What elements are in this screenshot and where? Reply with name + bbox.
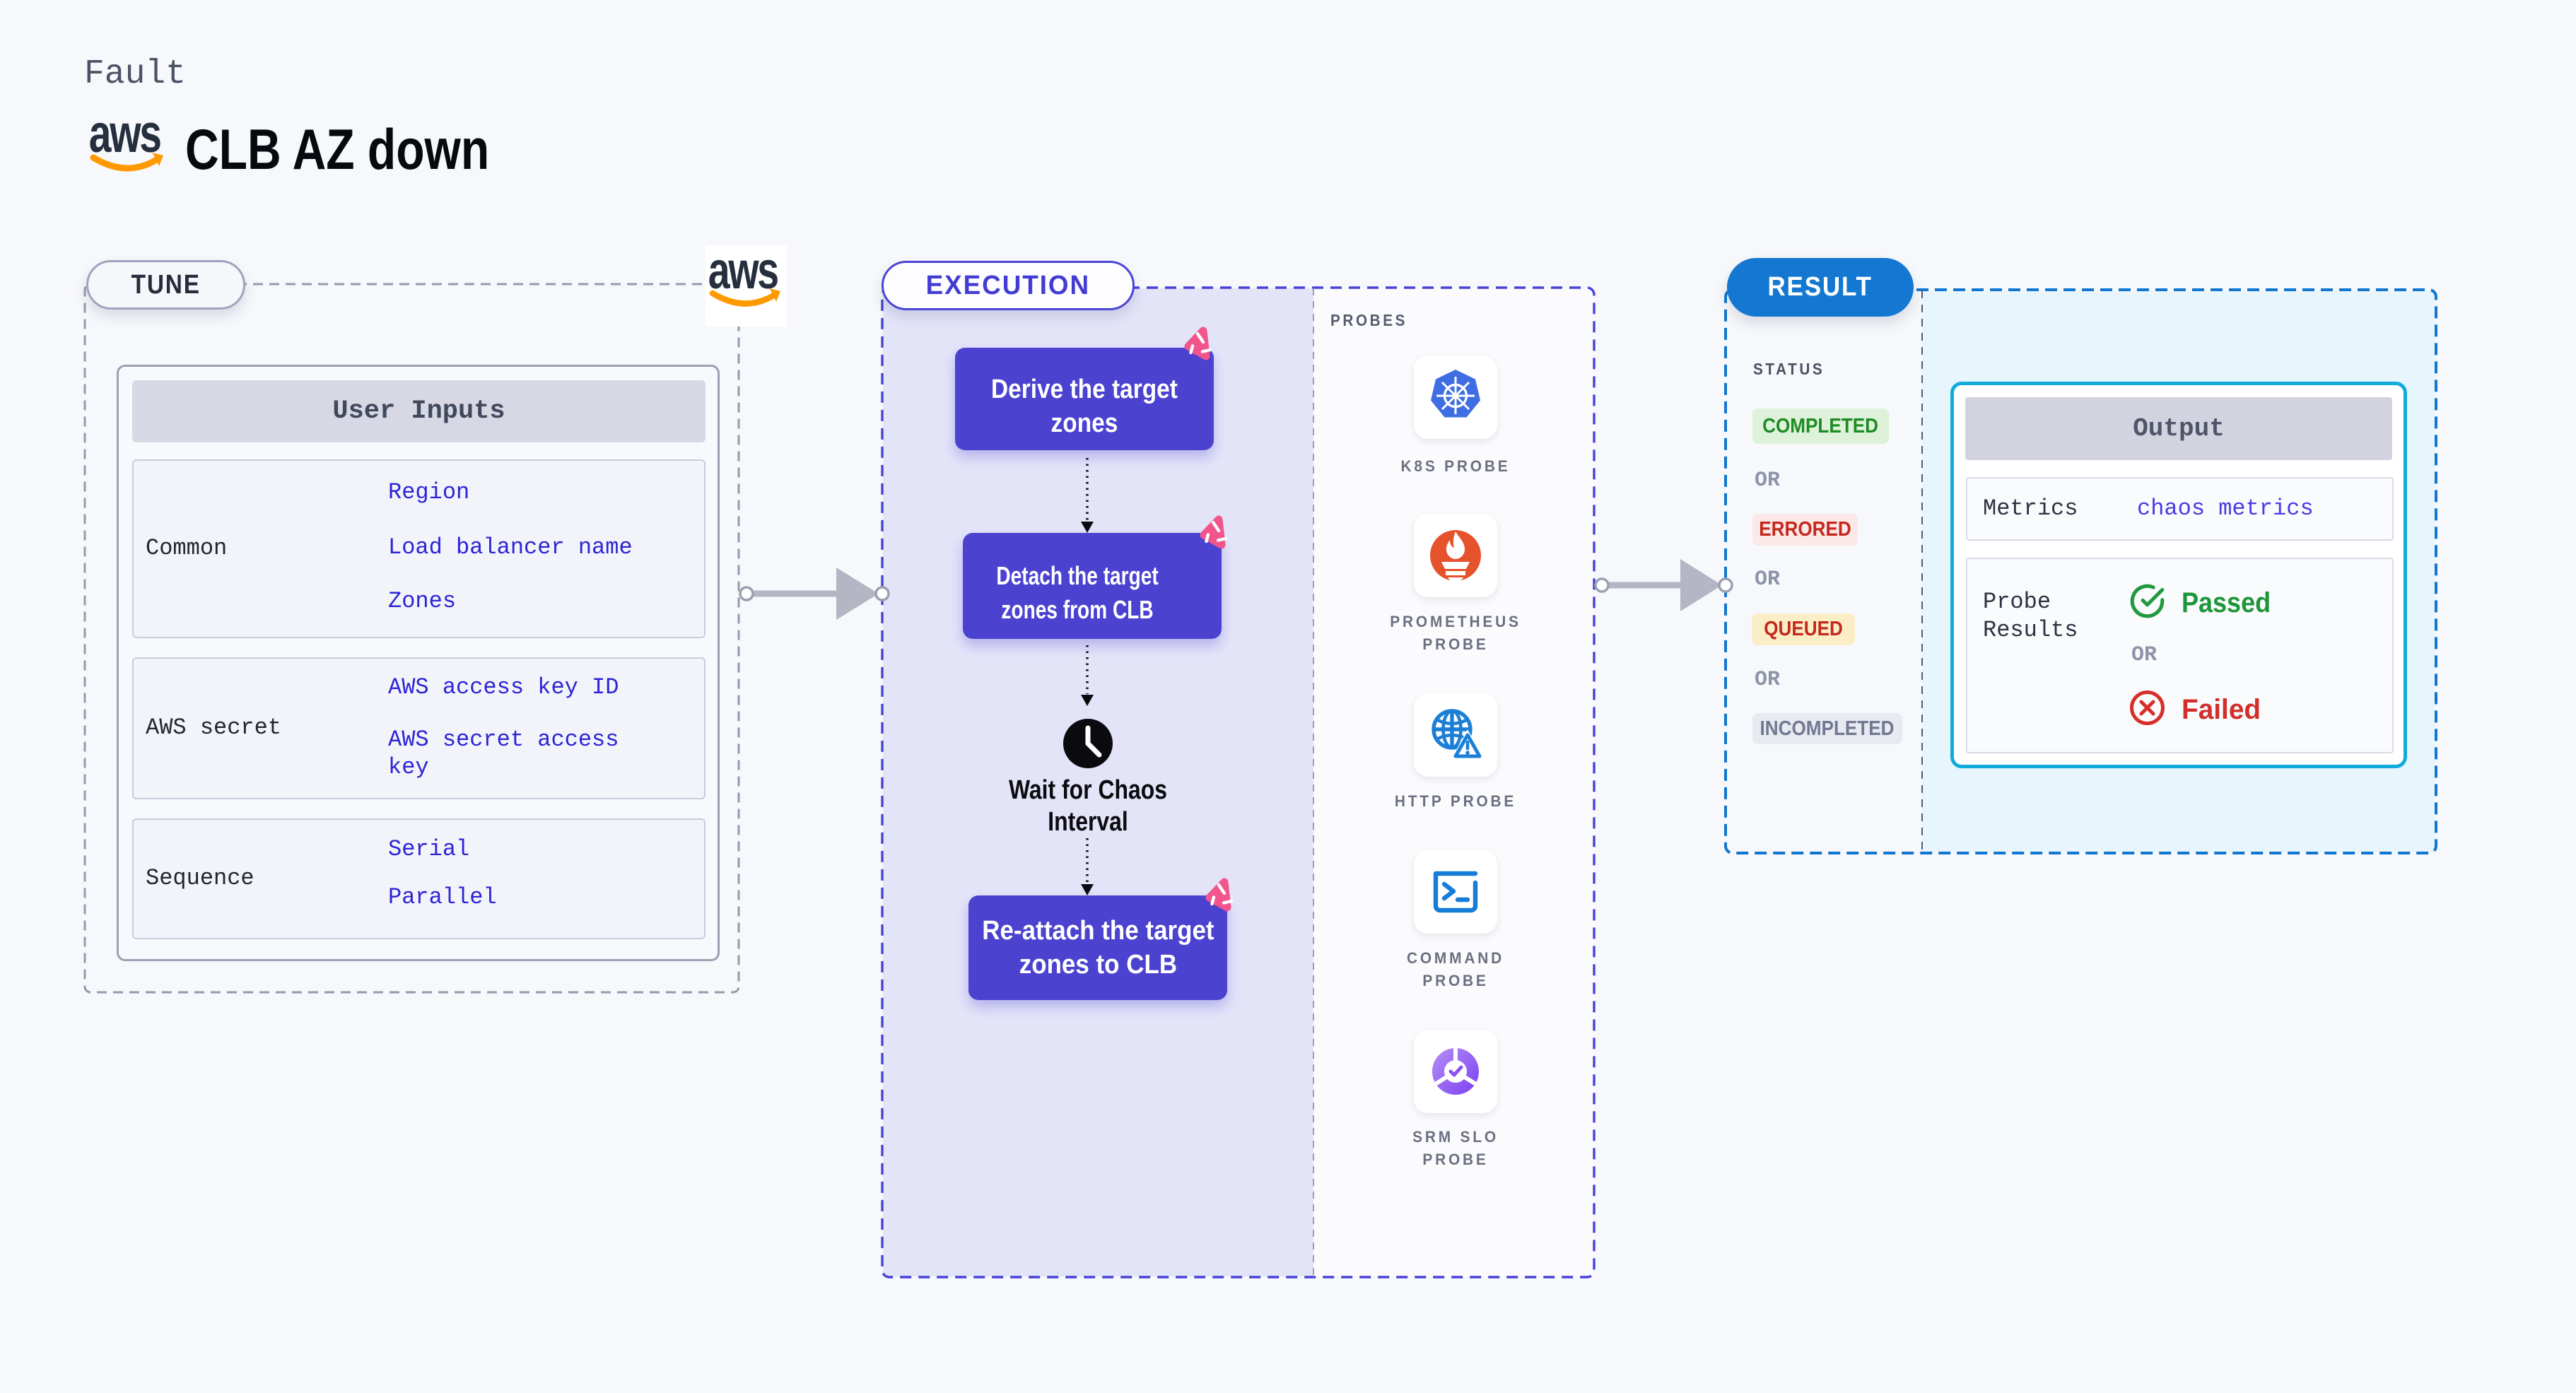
- svg-text:aws: aws: [89, 104, 160, 164]
- svg-text:aws: aws: [708, 241, 778, 300]
